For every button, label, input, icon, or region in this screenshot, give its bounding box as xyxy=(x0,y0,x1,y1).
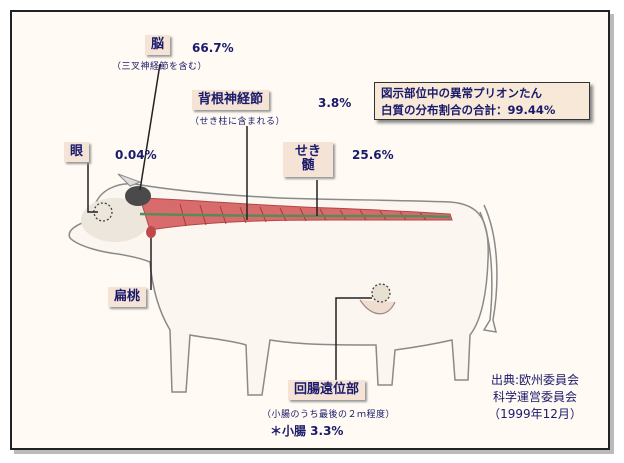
source-line3: （1999年12月） xyxy=(470,406,600,423)
summary-box: 図示部位中の異常プリオンたん 白質の分布割合の合計：99.44% xyxy=(374,82,590,120)
source-line2: 科学運営委員会 xyxy=(470,389,600,406)
source-line1: 出典:欧州委員会 xyxy=(470,372,600,389)
drg-label: 背根神経節 xyxy=(192,90,269,110)
tonsil-marker xyxy=(146,226,156,238)
spinal-cord-label-line2: 髄 xyxy=(286,159,330,173)
summary-line1: 図示部位中の異常プリオンたん xyxy=(381,85,583,102)
ileum-marker xyxy=(372,284,390,302)
tonsil-label: 扁桃 xyxy=(108,287,146,307)
drg-note: （せき柱に含まれる） xyxy=(190,114,285,127)
brain-marker xyxy=(125,186,151,206)
brain-label: 脳 xyxy=(145,35,170,55)
brain-percent: 66.7% xyxy=(192,41,234,55)
drg-percent: 3.8% xyxy=(318,96,351,110)
ileum-label: 回腸遠位部 xyxy=(288,380,365,400)
ileum-note: （小腸のうち最後の２ｍ程度） xyxy=(262,407,395,420)
summary-line2: 白質の分布割合の合計：99.44% xyxy=(381,102,583,119)
eye-label: 眼 xyxy=(64,142,89,162)
brain-leader xyxy=(140,64,160,190)
eye-percent: 0.04% xyxy=(115,148,157,162)
spinal-cord-percent: 25.6% xyxy=(352,148,394,162)
source-citation: 出典:欧州委員会 科学運営委員会 （1999年12月） xyxy=(470,372,600,423)
brain-note: （三叉神経節を含む） xyxy=(112,59,207,72)
spinal-cord-label: せき 髄 xyxy=(283,142,333,177)
small-intestine-percent: ＊小腸 3.3% xyxy=(270,422,343,439)
